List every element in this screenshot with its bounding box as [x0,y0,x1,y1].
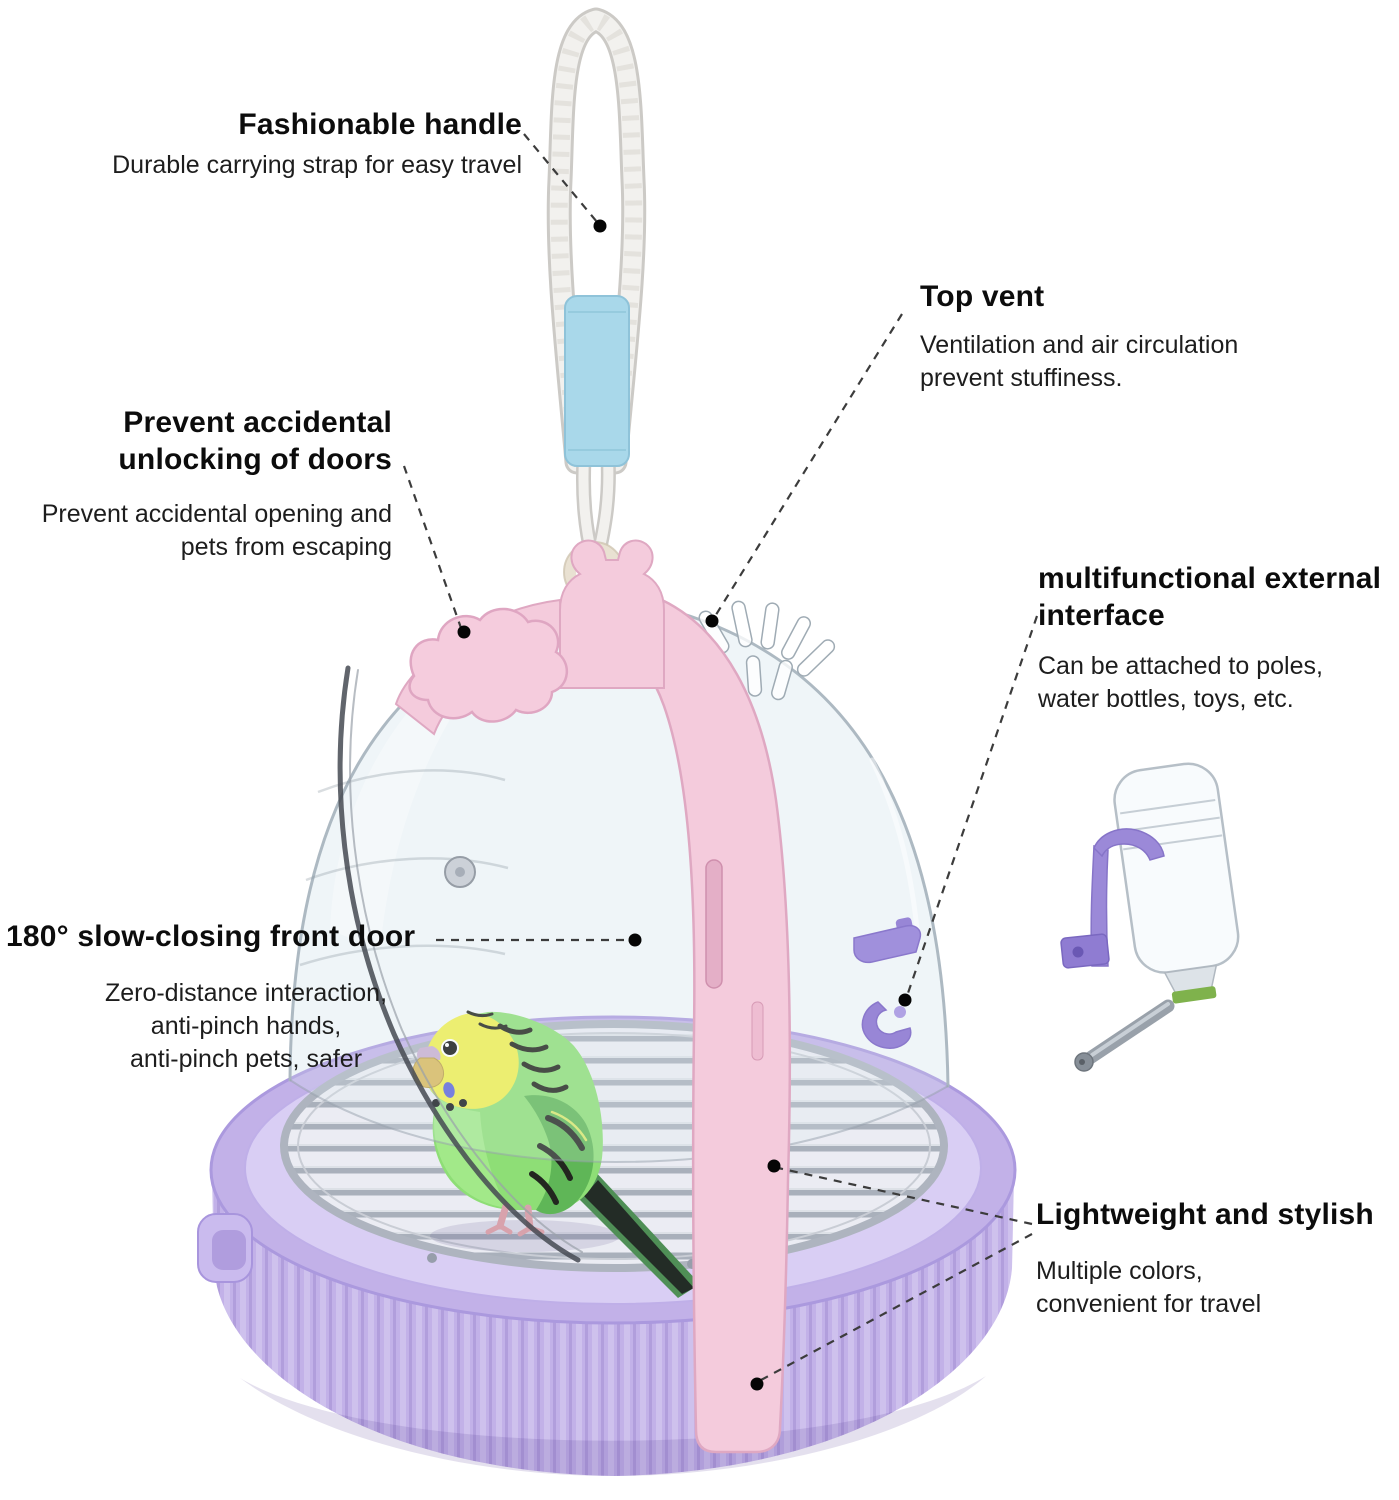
callout-line-light-2 [760,1233,1033,1381]
callout-lock-title: Prevent accidental unlocking of doors [118,406,392,476]
callout-interface-desc: Can be attached to poles, water bottles,… [1038,652,1323,713]
callout-lock-desc: Prevent accidental opening and pets from… [41,500,392,561]
callout-line-interface [905,615,1039,997]
callout-door-title: 180° slow-closing front door [6,920,416,953]
door-hinge [444,856,476,888]
callout-handle: Fashionable handle Durable carrying stra… [58,106,522,182]
callout-dot-light-1 [767,1159,781,1173]
callout-dot-interface [898,993,912,1007]
callout-handle-title: Fashionable handle [238,108,522,141]
callout-handle-desc: Durable carrying strap for easy travel [112,151,522,179]
front-door-edge [337,665,583,1263]
callout-door: 180° slow-closing front door Zero-distan… [6,918,426,1076]
callout-interface: multifunctional external interface Can b… [1038,560,1398,716]
callout-lightweight-desc: Multiple colors, convenient for travel [1036,1257,1262,1318]
callout-top-vent-title: Top vent [920,280,1045,313]
strap-sleeve [564,295,630,467]
callout-dot-door [628,933,642,947]
callout-line-handle [523,133,598,223]
callout-top-vent: Top vent Ventilation and air circulation… [920,278,1340,395]
callout-lightweight-title: Lightweight and stylish [1036,1198,1374,1231]
callout-dot-topvent [705,614,719,628]
callout-line-topvent [713,313,903,619]
door-lock-cloud [408,607,568,723]
callout-dot-light-2 [750,1377,764,1391]
callout-lock: Prevent accidental unlocking of doors Pr… [40,404,392,564]
callout-line-lock [402,465,463,629]
strap-hook [559,539,665,689]
water-bottle [1060,762,1240,1072]
callout-dot-handle [593,219,607,233]
callout-lightweight: Lightweight and stylish Multiple colors,… [1036,1196,1398,1321]
callout-top-vent-desc: Ventilation and air circulation prevent … [920,331,1239,392]
external-interface-connector [853,917,922,1049]
callout-interface-title: multifunctional external interface [1038,562,1382,632]
carry-strap-rope [546,7,647,564]
callout-line-light-1 [777,1166,1033,1226]
base-handle-notch [197,1213,253,1283]
callout-door-desc: Zero-distance interaction, anti-pinch ha… [104,979,388,1073]
callout-dot-lock [457,625,471,639]
budgie-bird [412,1010,700,1298]
bottle-holder [1060,828,1165,969]
